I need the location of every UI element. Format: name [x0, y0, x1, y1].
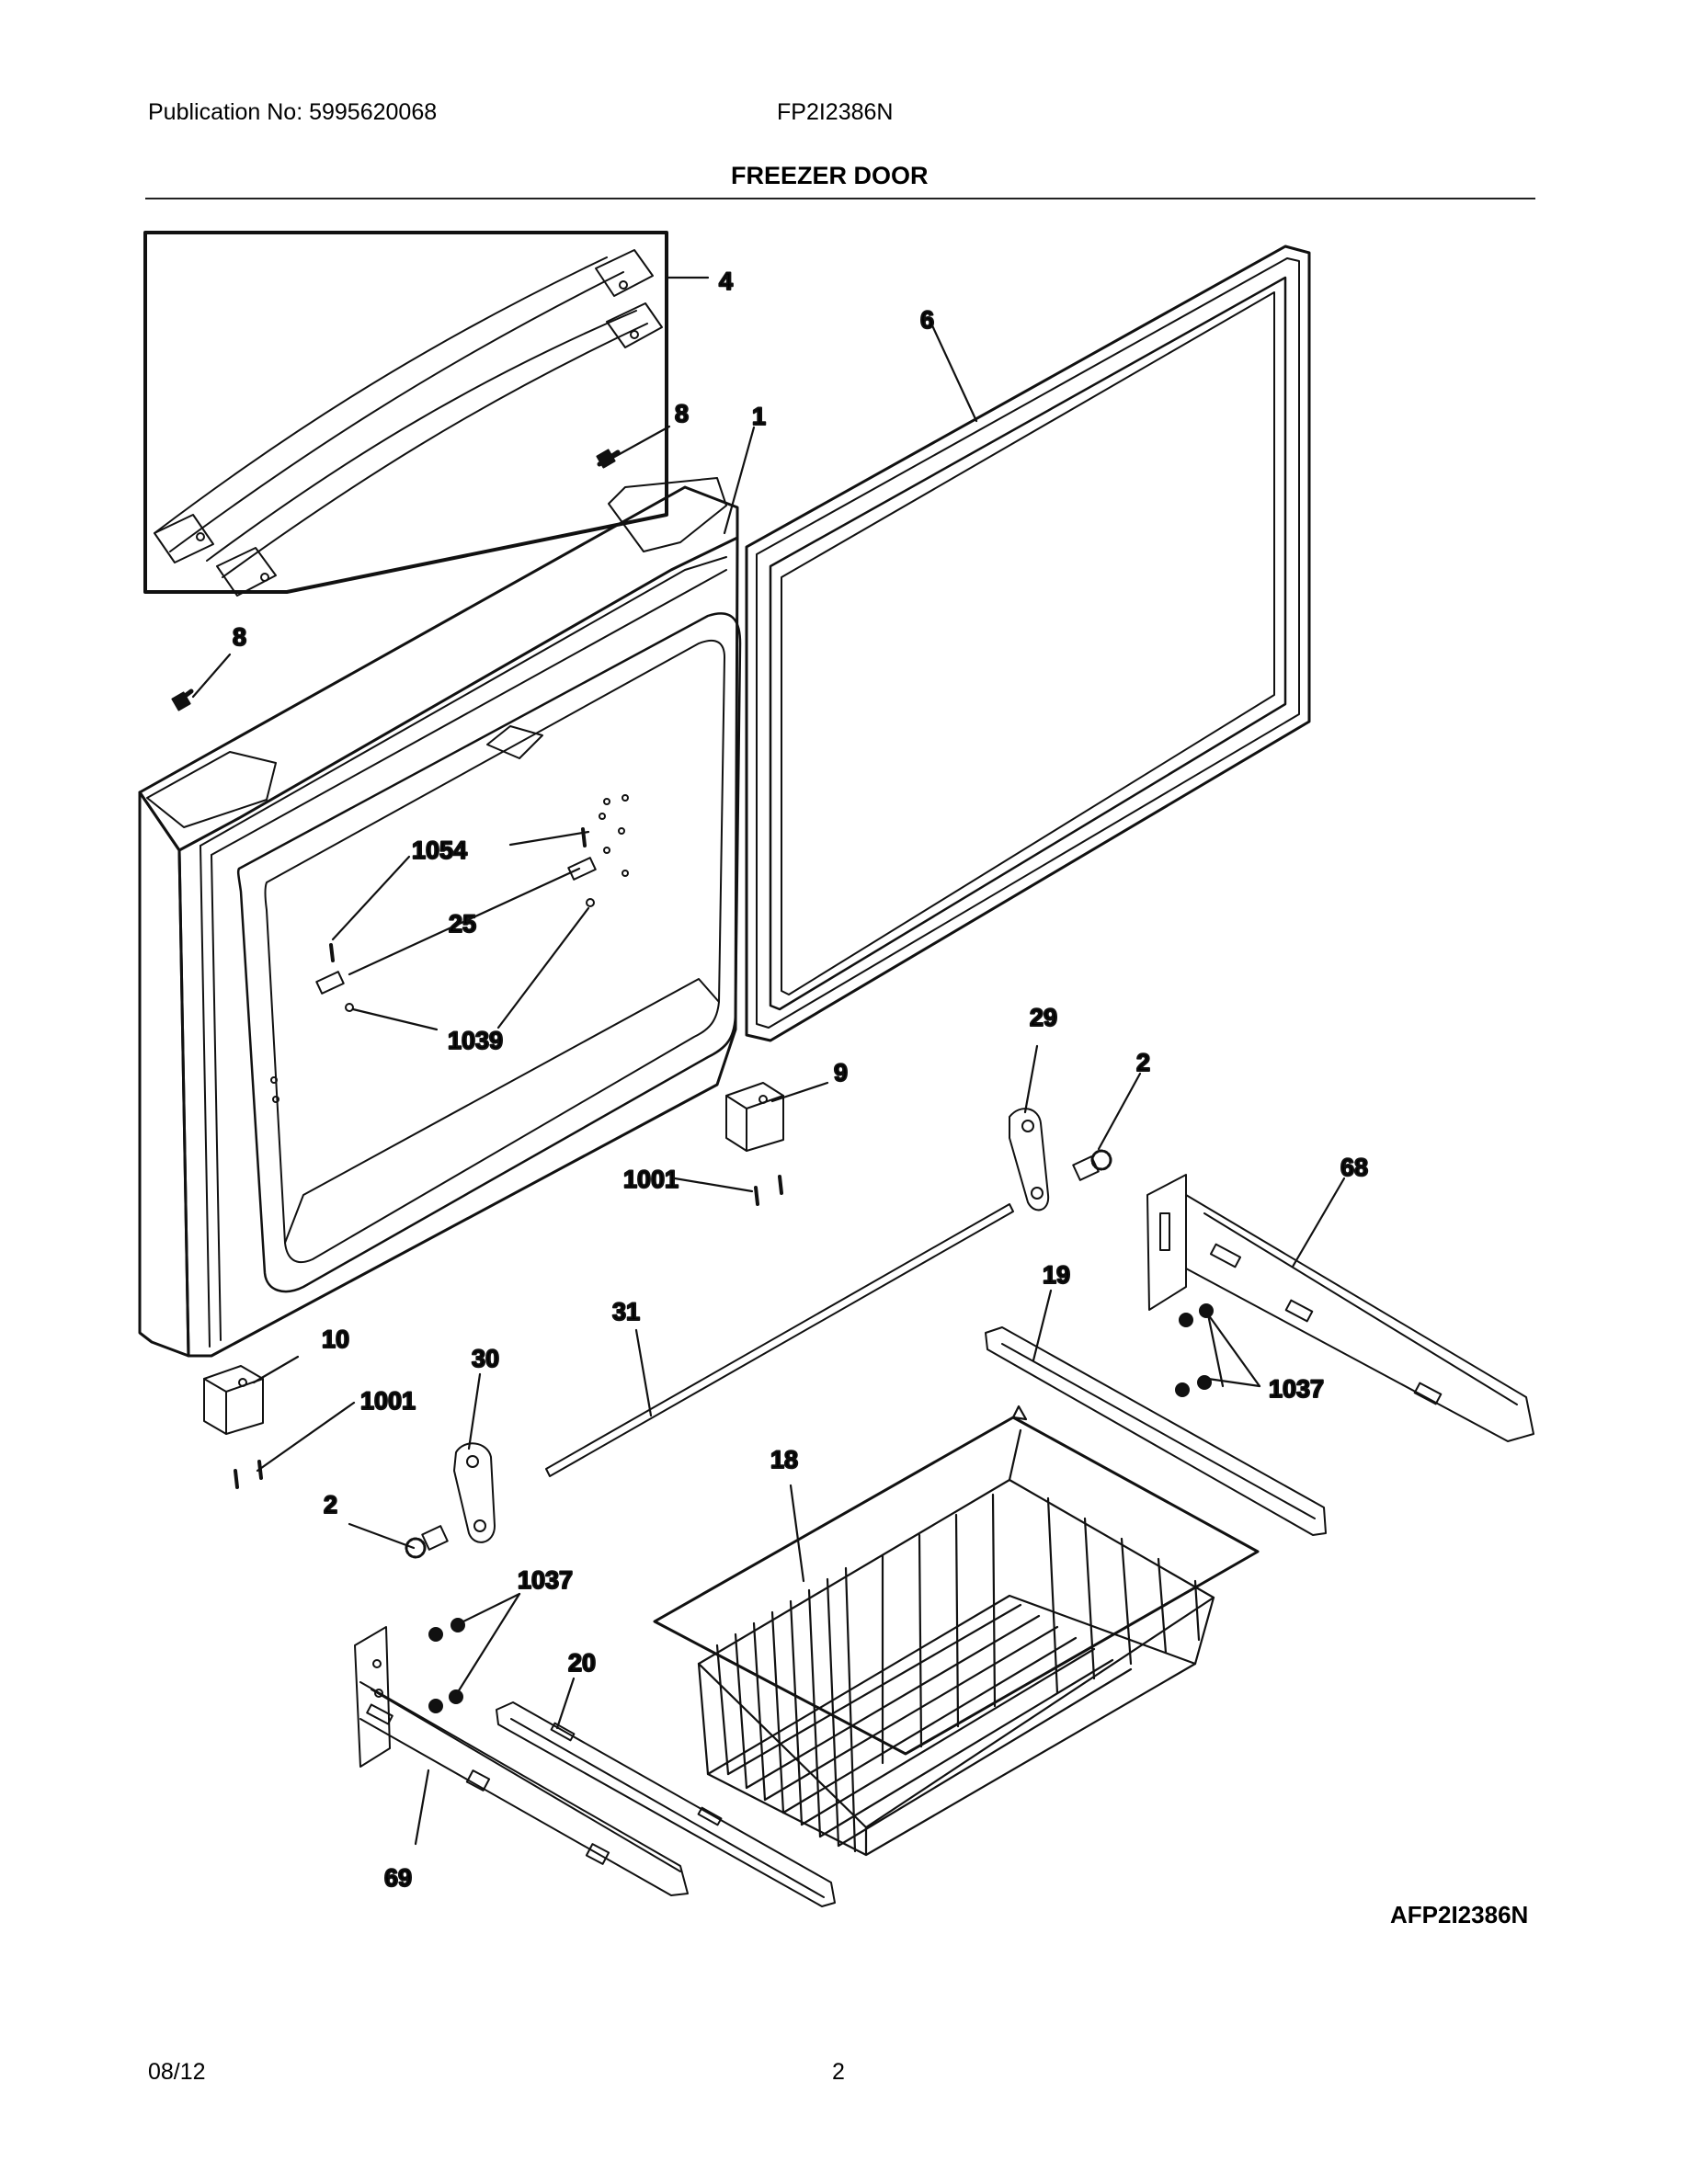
callout-1001-right: 1001 [623, 1166, 679, 1193]
screws-1037-left [428, 1618, 465, 1713]
screws-1001-right [754, 1175, 783, 1206]
callout-8-left: 8 [233, 623, 246, 651]
callout-1039: 1039 [448, 1027, 503, 1054]
footer-date: 08/12 [148, 2059, 206, 2085]
callout-1054: 1054 [412, 836, 467, 864]
callout-68: 68 [1340, 1154, 1368, 1181]
callout-19: 19 [1043, 1261, 1070, 1289]
screw-8-top [596, 449, 621, 469]
page-title: FREEZER DOOR [731, 162, 929, 189]
publication-number: Publication No: 5995620068 [148, 99, 438, 125]
callout-9: 9 [834, 1059, 848, 1086]
model-number: FP2I2386N [777, 99, 894, 125]
slide-bracket-68 [1146, 1174, 1534, 1442]
callout-1037-right: 1037 [1269, 1375, 1324, 1403]
screw-8-left [171, 688, 194, 711]
wire-basket-18 [653, 1405, 1260, 1857]
callout-1001-left: 1001 [360, 1387, 416, 1415]
callout-1037-left: 1037 [518, 1566, 573, 1594]
callout-30: 30 [472, 1345, 499, 1372]
screws-1001-left [234, 1460, 263, 1489]
callout-29: 29 [1030, 1004, 1057, 1031]
drawer-rail-19 [985, 1326, 1327, 1536]
diagram-code: AFP2I2386N [1390, 1901, 1529, 1928]
callout-69: 69 [384, 1864, 412, 1892]
callout-4: 4 [719, 267, 733, 295]
pivot-gear-2-right [1072, 1149, 1112, 1181]
freezer-door [138, 477, 742, 1358]
callout-10: 10 [322, 1325, 349, 1353]
slide-bracket-69 [354, 1626, 689, 1896]
callout-25: 25 [449, 910, 476, 938]
callout-2-right: 2 [1136, 1049, 1150, 1076]
pivot-gear-2-left [405, 1525, 449, 1559]
hinge-cover-10 [203, 1365, 264, 1435]
callout-20: 20 [568, 1649, 596, 1677]
drawer-rail-20 [496, 1701, 836, 1907]
leader-lines [191, 276, 1346, 1846]
screws-1037-right [1175, 1303, 1214, 1397]
callout-8-top: 8 [675, 400, 689, 427]
callout-18: 18 [770, 1446, 798, 1473]
page-number: 2 [832, 2059, 845, 2085]
connecting-rod-31 [545, 1203, 1014, 1477]
callout-2-left: 2 [324, 1491, 337, 1519]
callout-6: 6 [920, 306, 934, 334]
handle-inset-box [143, 231, 668, 597]
header-divider [145, 198, 1535, 199]
callout-1: 1 [752, 403, 766, 430]
door-gasket [745, 245, 1311, 1042]
link-arm-29 [1009, 1108, 1050, 1211]
callout-31: 31 [612, 1298, 640, 1325]
hinge-cover-9 [725, 1082, 784, 1152]
link-arm-30 [453, 1442, 496, 1543]
